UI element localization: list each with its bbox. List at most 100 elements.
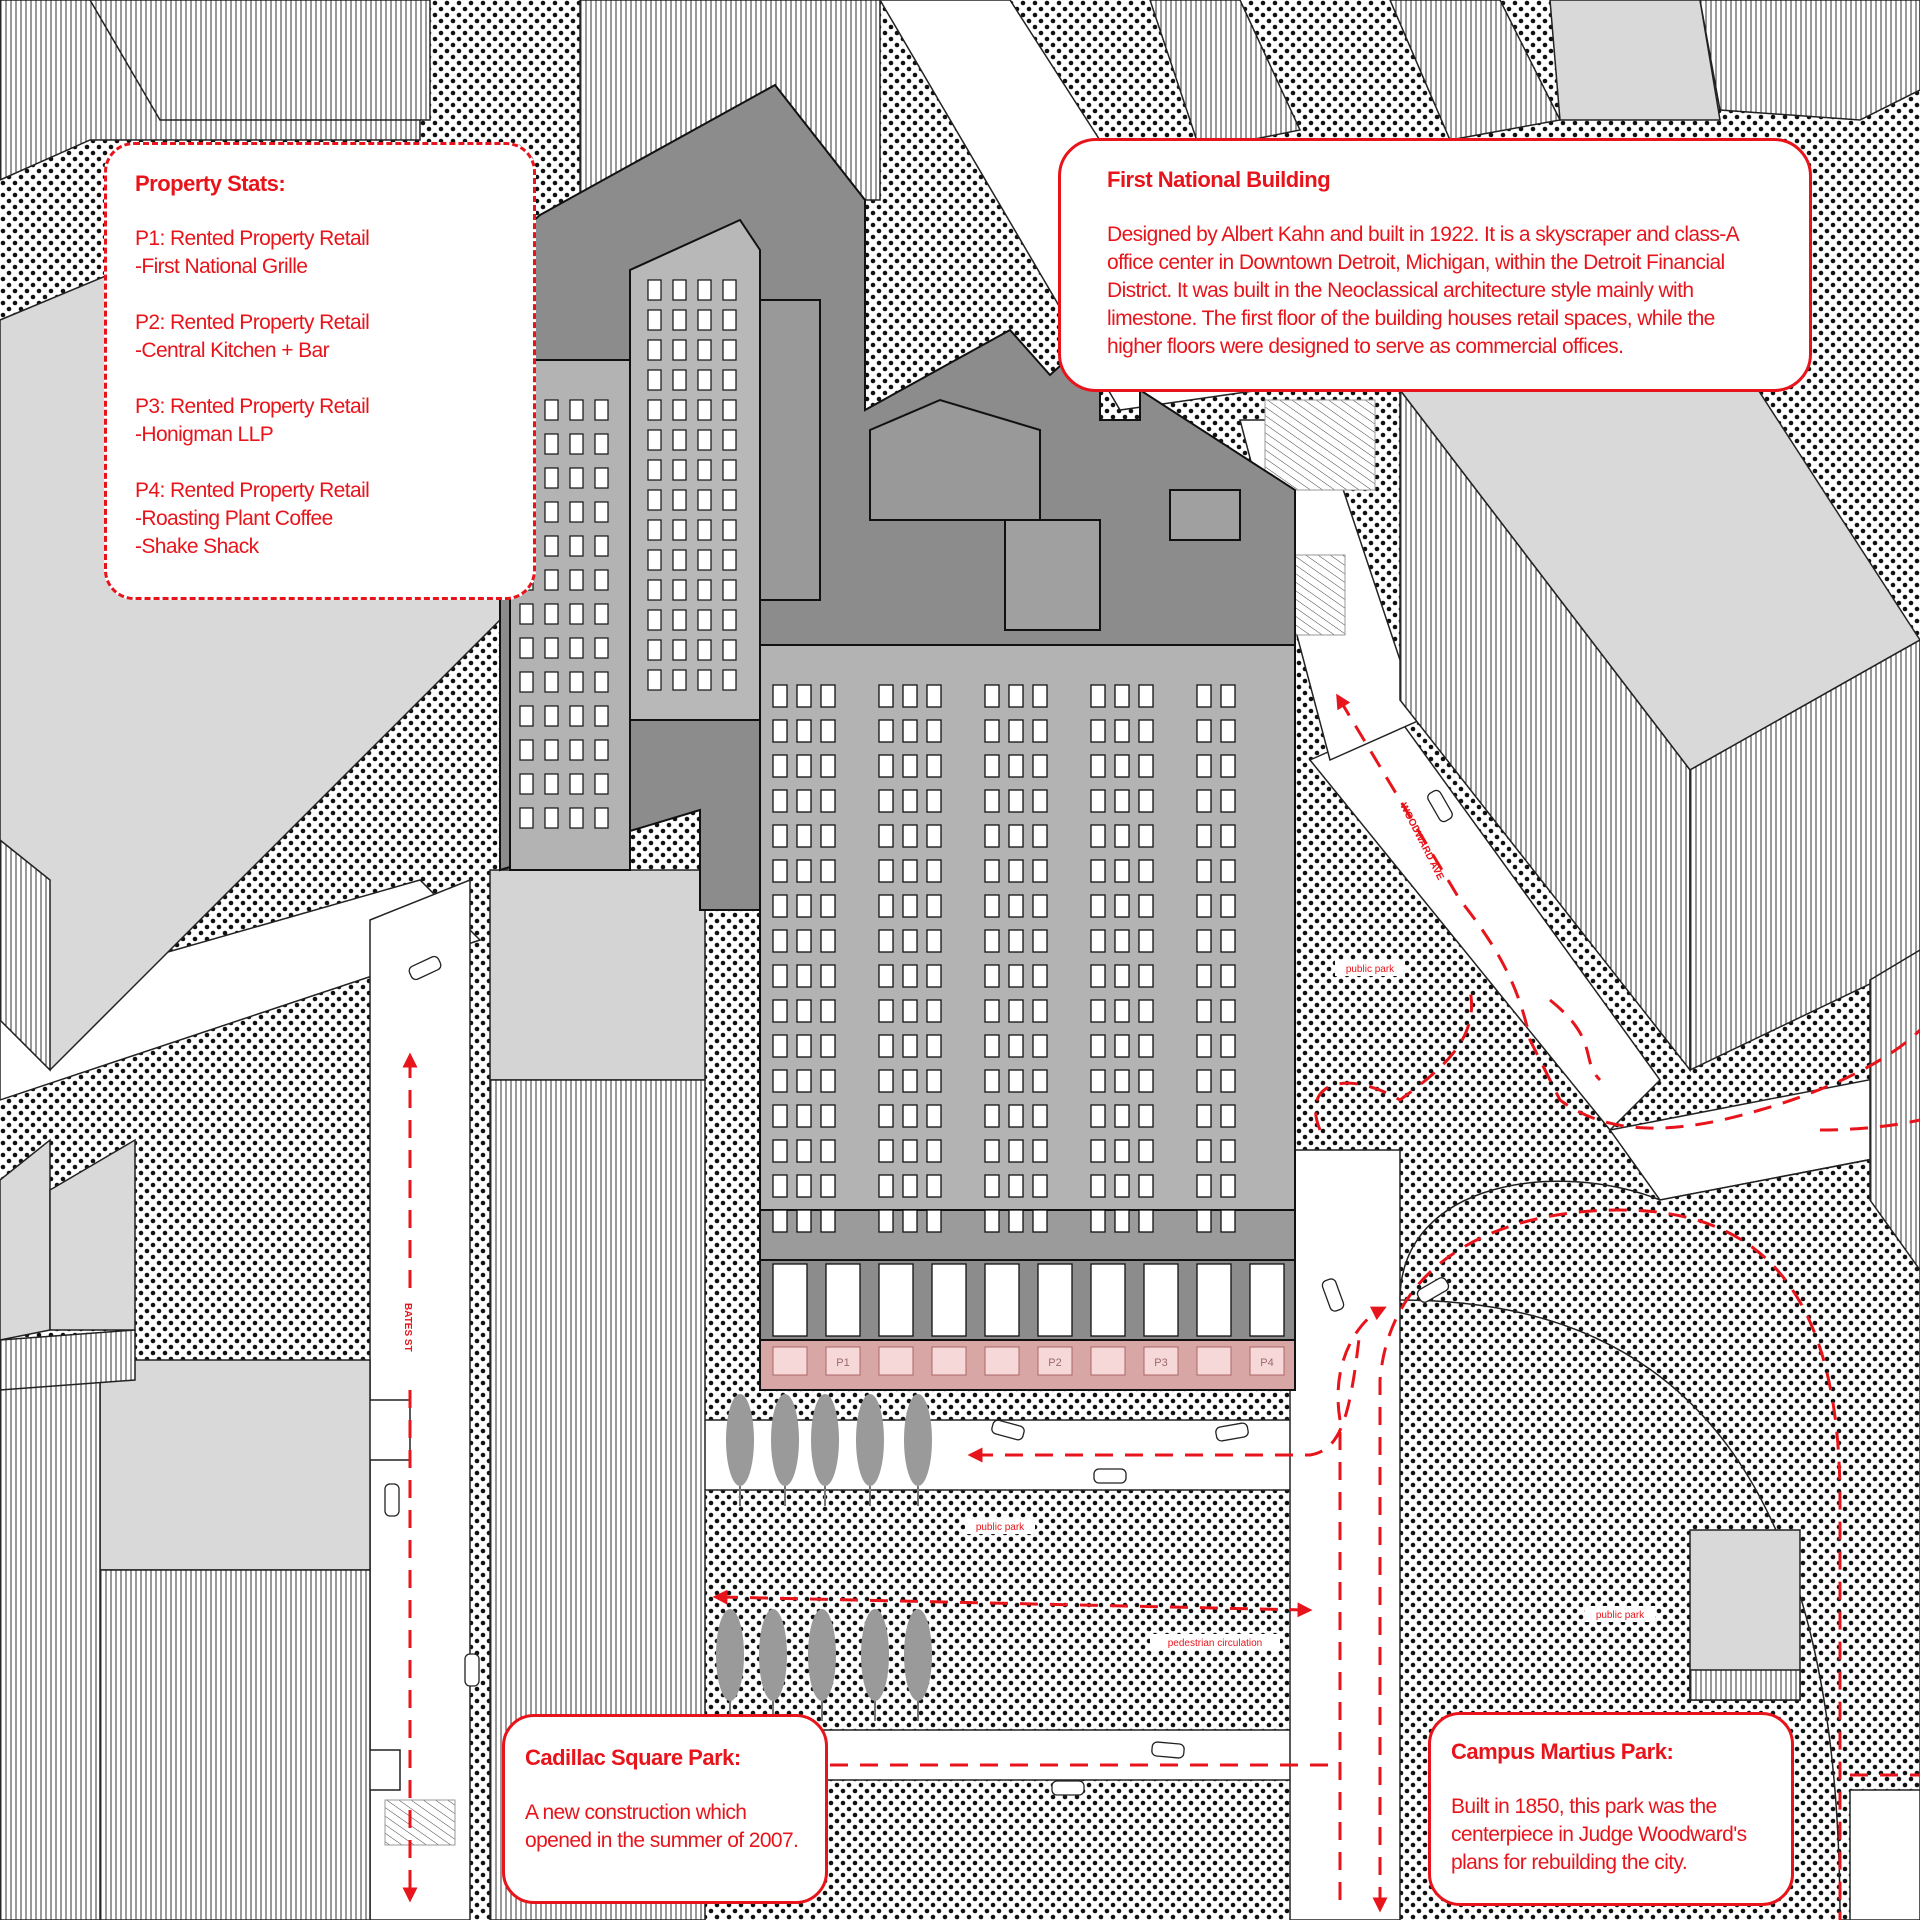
window <box>1114 824 1130 848</box>
window <box>594 705 609 727</box>
storefront-window <box>825 1263 861 1337</box>
tree <box>771 1394 799 1486</box>
window <box>672 579 687 601</box>
window <box>544 501 559 523</box>
window <box>1114 894 1130 918</box>
trees <box>716 1394 932 1721</box>
window <box>878 1174 894 1198</box>
window <box>569 569 584 591</box>
window <box>647 339 662 361</box>
cadillac-square-title: Cadillac Square Park: <box>525 1745 741 1770</box>
window <box>1008 754 1024 778</box>
window <box>878 684 894 708</box>
window <box>926 754 942 778</box>
window <box>796 1034 812 1058</box>
window <box>1138 1209 1154 1233</box>
window <box>878 824 894 848</box>
tree <box>808 1609 836 1701</box>
window <box>672 339 687 361</box>
window <box>772 929 788 953</box>
retail-bay <box>931 1346 967 1376</box>
window <box>1090 684 1106 708</box>
window <box>772 789 788 813</box>
window <box>1008 1069 1024 1093</box>
window <box>544 535 559 557</box>
window <box>1032 824 1048 848</box>
storefront-window <box>1249 1263 1285 1337</box>
window <box>1114 1209 1130 1233</box>
window <box>1032 1034 1048 1058</box>
window <box>594 535 609 557</box>
window <box>1196 1139 1212 1163</box>
window <box>544 399 559 421</box>
window <box>594 739 609 761</box>
window <box>1114 859 1130 883</box>
window <box>984 1104 1000 1128</box>
window <box>1032 1209 1048 1233</box>
window <box>672 309 687 331</box>
window <box>519 773 534 795</box>
window <box>1220 894 1236 918</box>
window <box>697 279 712 301</box>
campus-martius-callout: Campus Martius Park: Built in 1850, this… <box>1428 1712 1794 1906</box>
window <box>902 754 918 778</box>
window <box>1090 1174 1106 1198</box>
window <box>796 859 812 883</box>
window <box>594 807 609 829</box>
window <box>672 639 687 661</box>
window <box>984 684 1000 708</box>
window <box>878 999 894 1023</box>
window <box>984 1174 1000 1198</box>
window <box>820 789 836 813</box>
window <box>569 399 584 421</box>
storefront-window <box>931 1263 967 1337</box>
car <box>1215 1422 1249 1442</box>
window <box>1138 684 1154 708</box>
window <box>1196 1034 1212 1058</box>
window <box>672 369 687 391</box>
storefront-window <box>878 1263 914 1337</box>
window <box>1090 1069 1106 1093</box>
window <box>902 789 918 813</box>
storefront-window <box>1196 1263 1232 1337</box>
window <box>594 433 609 455</box>
window <box>1220 1139 1236 1163</box>
window <box>878 1034 894 1058</box>
window <box>697 489 712 511</box>
window <box>647 639 662 661</box>
window <box>772 1069 788 1093</box>
window <box>569 807 584 829</box>
window <box>1032 999 1048 1023</box>
window <box>878 789 894 813</box>
window <box>1114 719 1130 743</box>
retail-label-p4: P4 <box>1260 1357 1273 1369</box>
window <box>1114 1139 1130 1163</box>
window <box>722 369 737 391</box>
window <box>1032 719 1048 743</box>
window <box>902 719 918 743</box>
tree <box>811 1394 839 1486</box>
window <box>544 705 559 727</box>
window <box>647 399 662 421</box>
window <box>984 929 1000 953</box>
window <box>1138 894 1154 918</box>
window <box>1196 894 1212 918</box>
window <box>1138 964 1154 988</box>
retail-bay <box>1143 1346 1179 1376</box>
window <box>1008 719 1024 743</box>
window <box>926 1139 942 1163</box>
crosswalks <box>384 399 1376 1846</box>
window <box>1114 1104 1130 1128</box>
window <box>1196 1174 1212 1198</box>
window <box>796 719 812 743</box>
tree <box>904 1394 932 1486</box>
car <box>991 1419 1025 1441</box>
window <box>1032 894 1048 918</box>
window <box>878 894 894 918</box>
window <box>772 1139 788 1163</box>
window <box>1090 1209 1106 1233</box>
window <box>647 549 662 571</box>
window <box>1008 929 1024 953</box>
retail-bay <box>984 1346 1020 1376</box>
window <box>878 1139 894 1163</box>
